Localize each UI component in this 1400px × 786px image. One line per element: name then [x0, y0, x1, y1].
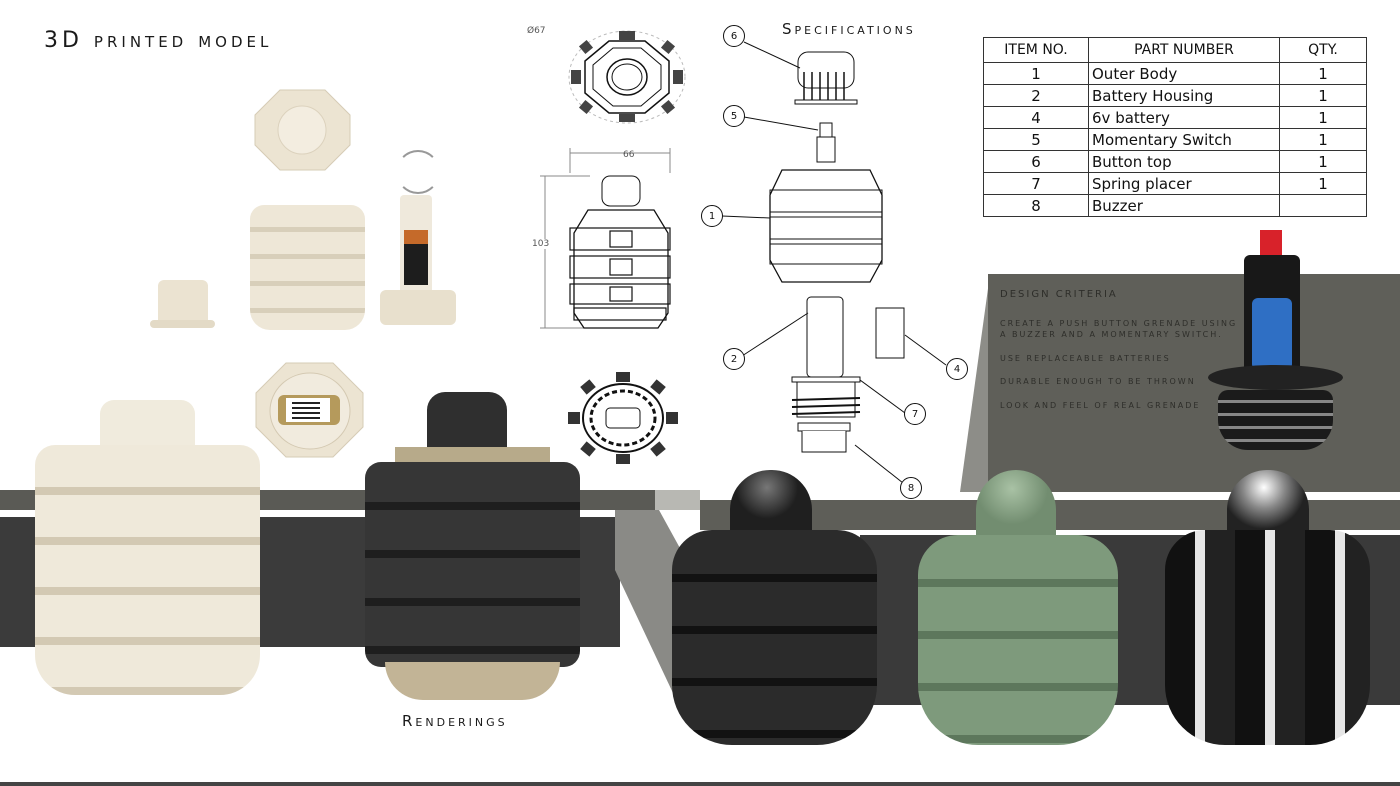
- header-part-number: PART NUMBER: [1088, 37, 1280, 63]
- callout-7: 7: [904, 403, 926, 425]
- render-battery-housing-cutaway: [1208, 230, 1343, 470]
- quantity: 1: [1279, 172, 1367, 195]
- quantity: 1: [1279, 106, 1367, 129]
- callout-4: 4: [946, 358, 968, 380]
- part-name: Outer Body: [1088, 62, 1280, 85]
- callout-8: 8: [900, 477, 922, 499]
- front-view-drawing: [540, 148, 671, 329]
- callout-2: 2: [723, 348, 745, 370]
- bottom-view-drawing: [568, 372, 678, 464]
- quantity: 1: [1279, 84, 1367, 107]
- page-bottom-border: [0, 782, 1400, 786]
- quantity: 1: [1279, 62, 1367, 85]
- part-name: Battery Housing: [1088, 84, 1280, 107]
- quantity: 1: [1279, 150, 1367, 173]
- item-number: 7: [983, 172, 1089, 195]
- criteria-item: Use replaceable batteries: [1000, 354, 1171, 363]
- item-number: 5: [983, 128, 1089, 151]
- design-criteria-heading: Design criteria: [1000, 289, 1118, 300]
- part-name: Spring placer: [1088, 172, 1280, 195]
- callout-1: 1: [701, 205, 723, 227]
- battery-assembly-photo: [378, 150, 458, 325]
- part-name: 6v battery: [1088, 106, 1280, 129]
- height-dimension: 103: [532, 239, 550, 249]
- renderings-heading: Renderings: [402, 712, 508, 730]
- item-number: 8: [983, 194, 1089, 217]
- render-black-camo-grenade: [365, 392, 580, 702]
- item-number: 2: [983, 84, 1089, 107]
- header-item-no: ITEM NO.: [983, 37, 1089, 63]
- part-name: Button top: [1088, 150, 1280, 173]
- table-header-row: ITEM NO. PART NUMBER QTY.: [983, 37, 1367, 63]
- criteria-item: Durable enough to be thrown: [1000, 377, 1196, 386]
- quantity: 1: [1279, 128, 1367, 151]
- header-qty: QTY.: [1279, 37, 1367, 63]
- backdrop-band: [655, 490, 700, 510]
- part-name: Buzzer: [1088, 194, 1280, 217]
- printed-button-cap-photo: [150, 280, 215, 330]
- printed-grenade-photo: [35, 400, 260, 700]
- specifications-heading: Specifications: [782, 20, 916, 38]
- page-title: 3D printed model: [44, 28, 273, 53]
- criteria-item: Look and feel of real grenade: [1000, 401, 1201, 410]
- printed-top-cap-photo: [254, 89, 351, 171]
- design-criteria-panel: Design criteria Create a push button gre…: [988, 274, 1400, 492]
- callout-6: 6: [723, 25, 745, 47]
- printed-outer-body-photo: [250, 205, 365, 330]
- quantity: [1279, 194, 1367, 217]
- printed-bottom-buzzer-photo: [255, 362, 364, 458]
- width-dimension: 66: [623, 150, 635, 160]
- item-number: 1: [983, 62, 1089, 85]
- top-view-drawing: [568, 30, 686, 124]
- item-number: 6: [983, 150, 1089, 173]
- render-black-grenade: [672, 470, 877, 745]
- render-chrome-grenade: [1165, 470, 1370, 750]
- render-green-grenade: [918, 470, 1118, 745]
- criteria-item: Create a push button grenade using a buz…: [1000, 319, 1238, 339]
- exploded-view-drawing: [721, 41, 947, 484]
- diameter-dimension: Ø67: [527, 26, 546, 36]
- part-name: Momentary Switch: [1088, 128, 1280, 151]
- callout-5: 5: [723, 105, 745, 127]
- item-number: 4: [983, 106, 1089, 129]
